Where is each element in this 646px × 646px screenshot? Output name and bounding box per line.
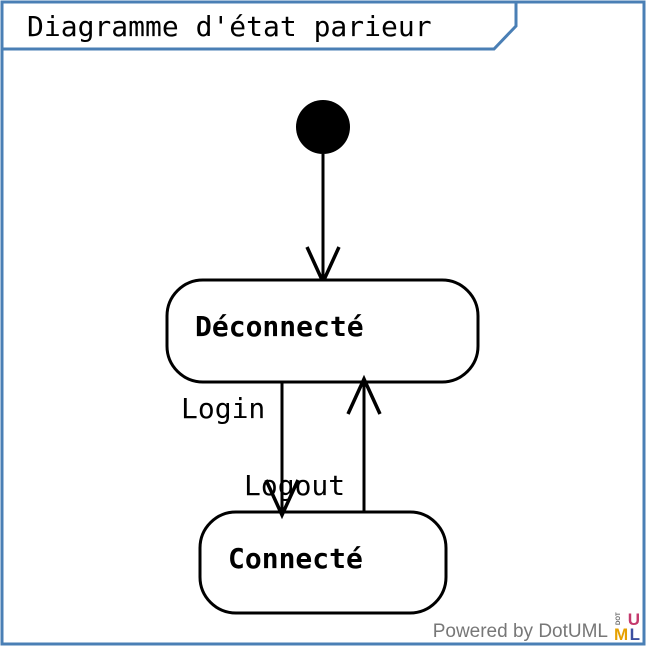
logout-transition-label: Logout [244, 469, 345, 502]
logo-l-letter: L [629, 625, 640, 644]
initial-state-dot [296, 100, 350, 154]
login-transition-arrowhead [264, 479, 300, 520]
state-connecte [198, 510, 448, 615]
state-deconnecte [165, 278, 480, 384]
logout-transition-arrowhead [346, 374, 382, 415]
logo-dot-letters: DOT [616, 612, 622, 625]
dotuml-logo: DOT U M L [614, 611, 642, 643]
title-tab [0, 0, 518, 51]
state-deconnecte-label: Déconnecté [195, 310, 364, 343]
login-transition-label: Login [181, 392, 265, 425]
powered-by-text: Powered by DotUML [432, 621, 608, 642]
logo-u-letter: U [627, 610, 640, 629]
logo-m-letter: M [614, 625, 629, 644]
state-connecte-label: Connecté [228, 542, 363, 575]
diagram-title: Diagramme d'état parieur [27, 10, 432, 43]
